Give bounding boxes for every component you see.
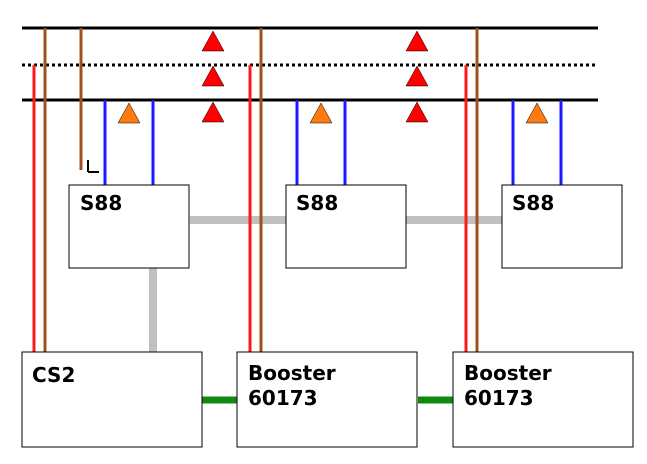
sensor-wires	[103, 100, 563, 185]
booster-module-2-label-line1: Booster	[464, 361, 552, 385]
red-triangle-icon	[405, 65, 429, 87]
red-triangle-icon	[201, 65, 225, 87]
red-triangle-icon	[201, 30, 225, 52]
booster-module-1-label-line2: 60173	[248, 386, 318, 410]
red-triangle-icon	[201, 101, 225, 123]
booster-module-1-label-line1: Booster	[248, 361, 336, 385]
separators	[201, 30, 429, 123]
booster-module-2: Booster 60173	[452, 351, 634, 448]
red-triangle-icon	[405, 101, 429, 123]
orange-triangle-icon	[117, 102, 141, 124]
cs2-module: CS2	[21, 351, 203, 448]
orange-triangle-icon	[309, 102, 333, 124]
sensors	[117, 102, 549, 124]
s88-module-2-label: S88	[296, 191, 338, 215]
orange-triangle-icon	[525, 102, 549, 124]
s88-module-2: S88	[285, 184, 407, 269]
s88-bus	[149, 216, 502, 352]
s88-module-1: S88	[68, 184, 190, 269]
s88-module-3: S88	[501, 184, 623, 269]
booster-module-2-label-line2: 60173	[464, 386, 534, 410]
rails	[22, 26, 598, 102]
s88-module-3-label: S88	[512, 191, 554, 215]
ground-symbol-icon	[87, 160, 99, 173]
red-triangle-icon	[405, 30, 429, 52]
booster-module-1: Booster 60173	[236, 351, 418, 448]
s88-module-1-label: S88	[80, 191, 122, 215]
cs2-module-label: CS2	[32, 363, 75, 387]
feeder-wires	[32, 28, 479, 352]
